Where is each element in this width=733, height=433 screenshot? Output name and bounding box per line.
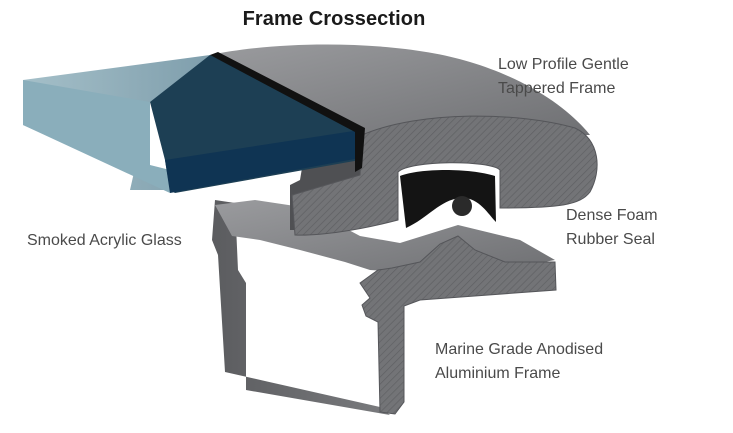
label-acrylic-glass: Smoked Acrylic Glass <box>27 229 182 253</box>
label-low-profile-line1: Low Profile Gentle <box>498 56 629 73</box>
label-rubber-seal: Dense Foam Rubber Seal <box>566 204 658 252</box>
label-aluminium-frame-line2: Aluminium Frame <box>435 365 561 382</box>
rubber-seal-bulb <box>452 196 472 216</box>
label-aluminium-frame-line1: Marine Grade Anodised <box>435 341 604 358</box>
label-low-profile-line2: Tappered Frame <box>498 80 616 97</box>
label-acrylic-glass-line1: Smoked Acrylic Glass <box>27 232 182 249</box>
label-low-profile-frame: Low Profile Gentle Tappered Frame <box>498 53 629 101</box>
acrylic-glass-panel <box>23 52 365 193</box>
upper-frame-crosssection <box>291 115 598 236</box>
glass-edge-light <box>23 80 170 193</box>
frame-crosssection-face <box>359 235 557 415</box>
glass-front-dark <box>165 130 360 193</box>
label-rubber-seal-line1: Dense Foam <box>566 207 658 224</box>
rubber-seal <box>400 170 496 228</box>
label-rubber-seal-line2: Rubber Seal <box>566 231 655 248</box>
diagram-title: Frame Crossection <box>242 8 426 30</box>
upper-frame-top <box>210 44 590 135</box>
glass-gasket <box>210 52 365 172</box>
label-aluminium-frame: Marine Grade Anodised Aluminium Frame <box>435 338 603 386</box>
